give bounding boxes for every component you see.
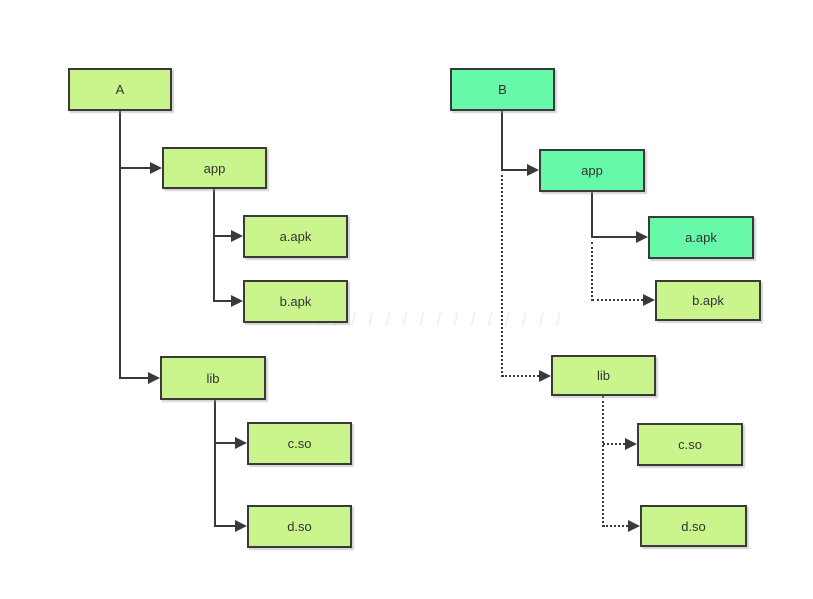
node-left-d-so: d.so [247, 505, 352, 548]
arrowhead-a-lib-icon [148, 372, 160, 384]
arrowhead-left-lib-cso-icon [235, 437, 247, 449]
arrowhead-right-app-aapk-icon [636, 231, 648, 243]
node-left-a: A [68, 68, 172, 111]
edge-b-trunk-dotted-line [501, 175, 503, 377]
arrowhead-left-app-aapk-icon [231, 230, 243, 242]
edge-b-app-line [502, 169, 528, 171]
edge-left-app-trunk-line [213, 189, 215, 302]
node-right-a-apk: a.apk [648, 216, 754, 259]
arrowhead-left-lib-dso-icon [235, 520, 247, 532]
arrowhead-right-lib-cso-icon [625, 438, 637, 450]
arrowhead-b-app-icon [527, 164, 539, 176]
edge-left-app-bapk-line [214, 300, 232, 302]
arrowhead-b-lib-icon [539, 370, 551, 382]
edge-right-lib-dso-line [603, 525, 628, 527]
node-right-b-apk: b.apk [655, 280, 761, 321]
edge-left-lib-cso-line [215, 442, 236, 444]
node-right-d-so: d.so [640, 505, 747, 547]
edge-right-lib-cso-line [603, 443, 625, 445]
edge-right-lib-trunk-line [602, 396, 604, 527]
arrowhead-right-app-bapk-icon [643, 294, 655, 306]
node-right-app: app [539, 149, 645, 192]
edge-a-trunk-line [119, 111, 121, 379]
edge-b-trunk-solid-line [501, 111, 503, 171]
node-right-b: B [450, 68, 555, 111]
arrowhead-a-app-icon [150, 162, 162, 174]
edge-right-app-aapk-line [592, 236, 637, 238]
edge-right-app-bapk-line [592, 299, 643, 301]
edge-a-app-line [120, 167, 151, 169]
edge-left-app-aapk-line [214, 235, 232, 237]
node-left-lib: lib [160, 356, 266, 400]
node-right-lib: lib [551, 355, 656, 396]
edge-right-app-trunk-dotted-line [591, 242, 593, 301]
edge-left-lib-dso-line [215, 525, 236, 527]
node-left-b-apk: b.apk [243, 280, 348, 323]
edge-left-lib-trunk-line [214, 400, 216, 527]
node-left-c-so: c.so [247, 422, 352, 465]
node-right-c-so: c.so [637, 423, 743, 466]
edge-b-lib-line [502, 375, 539, 377]
edge-a-lib-line [120, 377, 149, 379]
edge-right-app-trunk-solid-line [591, 192, 593, 238]
arrowhead-left-app-bapk-icon [231, 295, 243, 307]
node-left-app: app [162, 147, 267, 189]
node-left-a-apk: a.apk [243, 215, 348, 258]
arrowhead-right-lib-dso-icon [628, 520, 640, 532]
